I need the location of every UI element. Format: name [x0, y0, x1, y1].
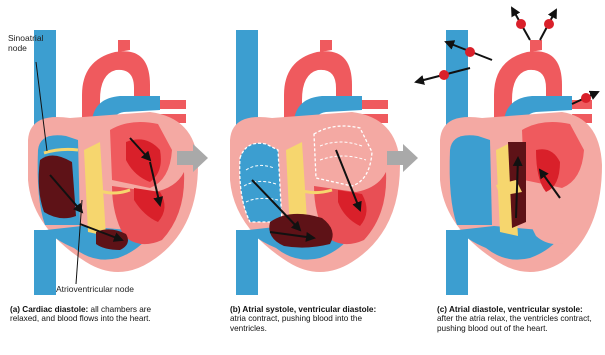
- caption-b-heading: (b) Atrial systole, ventricular diastole…: [230, 305, 376, 314]
- caption-c: (c) Atrial diastole, ventricular systole…: [437, 305, 601, 333]
- caption-a-heading: (a) Cardiac diastole:: [10, 305, 88, 314]
- caption-c-heading: (c) Atrial diastole, ventricular systole…: [437, 305, 583, 314]
- sinoatrial-node-label: Sinoatrial node: [8, 34, 50, 53]
- caption-b-text: atria contract, pushing blood into the v…: [230, 314, 362, 332]
- caption-c-text: after the atria relax, the ventricles co…: [437, 314, 592, 332]
- heart-b: [230, 30, 400, 295]
- heart-c: [416, 8, 602, 295]
- caption-a: (a) Cardiac diastole: all chambers are r…: [10, 305, 172, 324]
- atrioventricular-node-label: Atrioventricular node: [56, 285, 166, 295]
- caption-b: (b) Atrial systole, ventricular diastole…: [230, 305, 378, 333]
- heart-a: [28, 30, 198, 295]
